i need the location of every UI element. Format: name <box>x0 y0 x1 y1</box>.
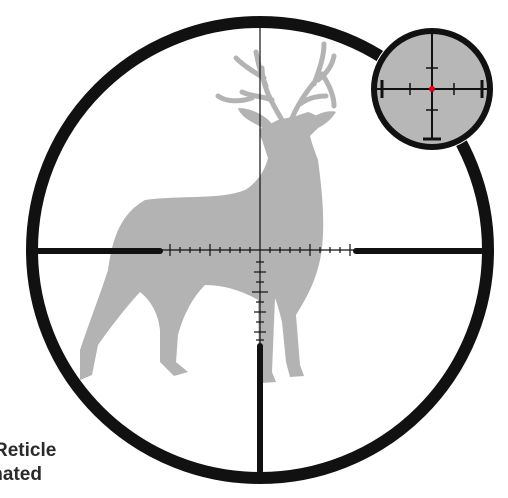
deer-silhouette <box>80 44 336 383</box>
illuminated-reticle-inset <box>370 27 494 151</box>
illuminated-center-dot <box>429 86 435 92</box>
caption-line-1: Reticle <box>0 440 56 461</box>
caption-line-2: inated <box>0 464 42 485</box>
